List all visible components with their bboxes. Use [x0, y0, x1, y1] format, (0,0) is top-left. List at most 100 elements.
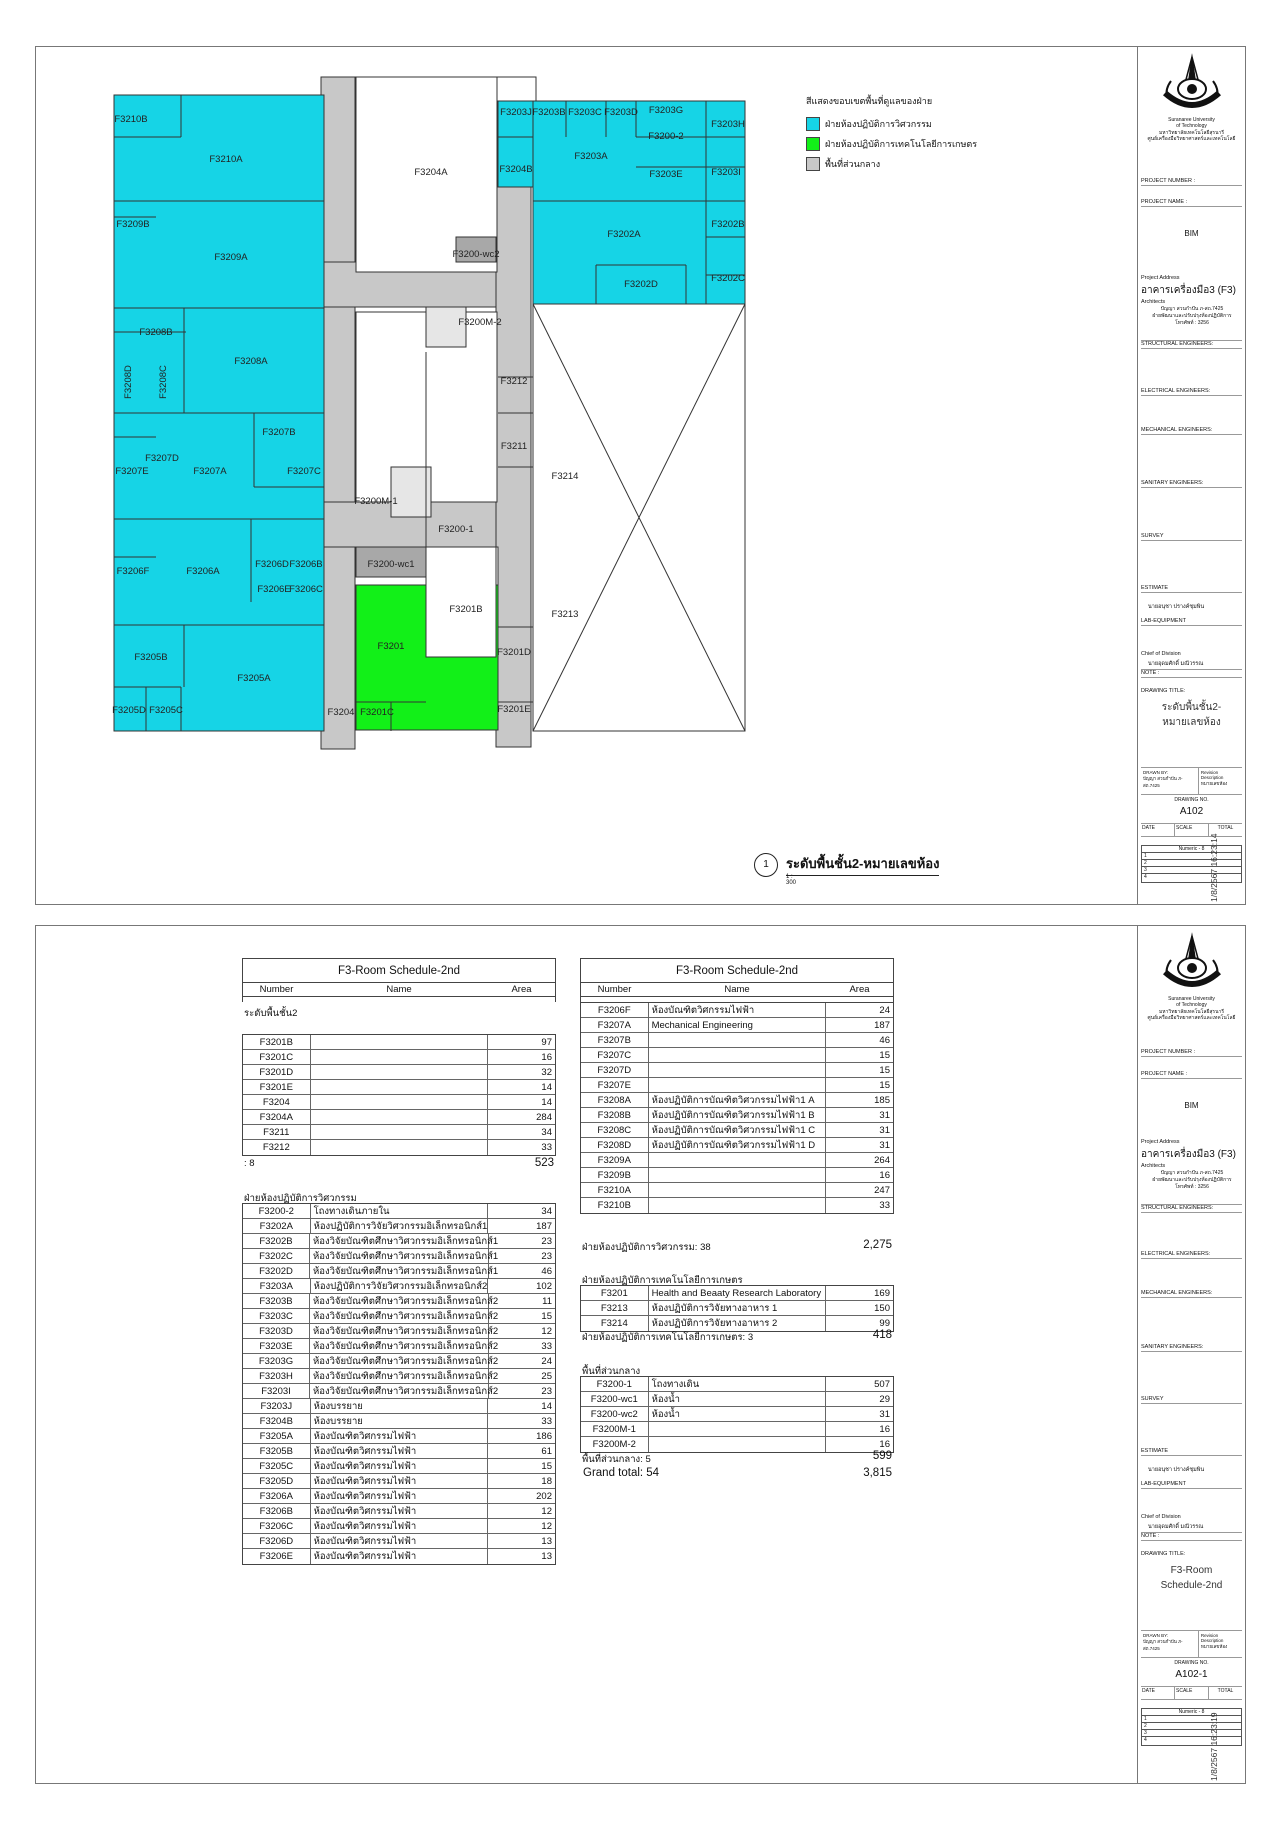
room-name-cell: Health and Beaaty Research Laboratory: [648, 1286, 827, 1301]
room-name-cell: [648, 1153, 827, 1168]
room-label: F3200-2: [648, 131, 683, 142]
room-label: F3207E: [115, 466, 148, 477]
room-area-cell: 13: [541, 1551, 552, 1562]
room-name-cell: [310, 1035, 489, 1050]
room-number-cell: F3203G: [243, 1354, 310, 1369]
engineering-total: 2,275: [863, 1239, 892, 1251]
engineering-group-label: ฝ่ายห้องปฏิบัติการวิศวกรรม: [244, 1193, 357, 1204]
room-number-cell: F3203B: [243, 1294, 310, 1309]
university-seal-icon: [1162, 53, 1221, 108]
room-number-cell: F3210B: [581, 1198, 649, 1213]
legend-title: สีแสดงขอบเขตพื้นที่ดูแลของฝ่าย: [806, 96, 933, 106]
schedule-table-left: F3-Room Schedule-2nd Number Name Area: [242, 958, 556, 1002]
room-number-cell: F3212: [243, 1140, 311, 1155]
room-number-cell: F3211: [243, 1125, 311, 1140]
room-name-cell: ห้องบัณฑิตวิศกรรมไฟฟ้า: [310, 1504, 489, 1519]
room-number-cell: F3208B: [581, 1108, 649, 1123]
schedule-header: Number Name Area: [243, 983, 555, 997]
room-number-cell: F3204A: [243, 1110, 311, 1125]
room-area-cell: 23: [488, 1234, 555, 1249]
room-label: F3208A: [234, 356, 268, 367]
room-name-cell: [310, 1125, 489, 1140]
room-number-cell: F3205A: [243, 1429, 311, 1444]
view-number-circle: 1: [754, 853, 778, 877]
room-area-cell: 97: [488, 1035, 555, 1050]
room-area-cell: 14: [488, 1095, 555, 1110]
grand-total: 3,815: [863, 1467, 892, 1479]
room-number-cell: F3208D: [581, 1138, 649, 1153]
schedule-title: F3-Room Schedule-2nd: [243, 959, 555, 983]
university-seal-icon: [1162, 932, 1221, 987]
room-name-cell: ห้องวิจัยบัณฑิตศึกษาวิศวกรรมอิเล็กทรอนิก…: [309, 1264, 498, 1279]
room-name-cell: ห้องวิจัยบัณฑิตศึกษาวิศวกรรมอิเล็กทรอนิก…: [309, 1249, 498, 1264]
room-number-cell: F3203H: [243, 1369, 310, 1384]
room-number-cell: F3206D: [243, 1534, 311, 1549]
room-area-cell: 18: [488, 1474, 555, 1489]
room-label: F3201D: [497, 647, 531, 658]
room-label: F3202A: [607, 229, 641, 240]
legend-swatch: [806, 117, 820, 131]
room-name-cell: ห้องปฏิบัติการบัณฑิตวิศวกรรมไฟฟ้า1 B: [648, 1108, 827, 1123]
room-area-cell: 16: [879, 1439, 890, 1450]
room-name-cell: ห้องบรรยาย: [310, 1399, 489, 1414]
room-label: F3209B: [116, 219, 149, 230]
room-area-cell: 507: [826, 1377, 893, 1392]
room-number-cell: F3203J: [243, 1399, 311, 1414]
floor-plan-drawing: F3210BF3210AF3209BF3209AF3208BF3208AF320…: [112, 76, 746, 750]
room-name-cell: [310, 1065, 489, 1080]
room-area-cell: 31: [826, 1138, 893, 1153]
room-area-cell: 187: [826, 1018, 893, 1033]
room-number-cell: F3207E: [581, 1078, 649, 1093]
room-name-cell: ห้องบัณฑิตวิศกรรมไฟฟ้า: [310, 1429, 489, 1444]
legend-swatch: [806, 157, 820, 171]
room-area-cell: 31: [826, 1407, 893, 1422]
title-block: Suranaree University of Technology มหาวิ…: [1137, 47, 1245, 904]
room-name-cell: ห้องปฏิบัติการบัณฑิตวิศวกรรมไฟฟ้า1 A: [648, 1093, 827, 1108]
room-number-cell: F3207A: [581, 1018, 649, 1033]
room-label: F3204B: [499, 164, 532, 175]
legend-item-common: พื้นที่ส่วนกลาง: [806, 157, 977, 171]
legend-item-agriculture: ฝ่ายห้องปฏิบัติการเทคโนโลยีการเกษตร: [806, 137, 977, 151]
room-number-cell: F3208A: [581, 1093, 649, 1108]
toilet-area: [355, 546, 427, 578]
room-area-cell: 16: [826, 1168, 893, 1183]
room-number-cell: F3201: [581, 1286, 649, 1301]
room-area-cell: 33: [488, 1414, 555, 1429]
view-title-text: ระดับพื้นชั้น2-หมายเลขห้อง: [786, 853, 940, 876]
room-label: F3202D: [624, 279, 658, 290]
common-group-label: พื้นที่ส่วนกลาง: [582, 1366, 641, 1377]
room-number-cell: F3206C: [243, 1519, 311, 1534]
room-name-cell: ห้องบัณฑิตวิศกรรมไฟฟ้า: [310, 1474, 489, 1489]
void-cross: [532, 303, 746, 732]
room-area-cell: 16: [826, 1422, 893, 1437]
room-number-cell: F3202A: [243, 1219, 311, 1234]
room-label: F3203A: [574, 151, 608, 162]
revision-table: Numeric - 8 1 2 3 4: [1141, 845, 1242, 883]
room-number-cell: F3208C: [581, 1123, 649, 1138]
room-number-cell: F3207B: [581, 1033, 649, 1048]
room-area-cell: 23: [488, 1384, 555, 1399]
